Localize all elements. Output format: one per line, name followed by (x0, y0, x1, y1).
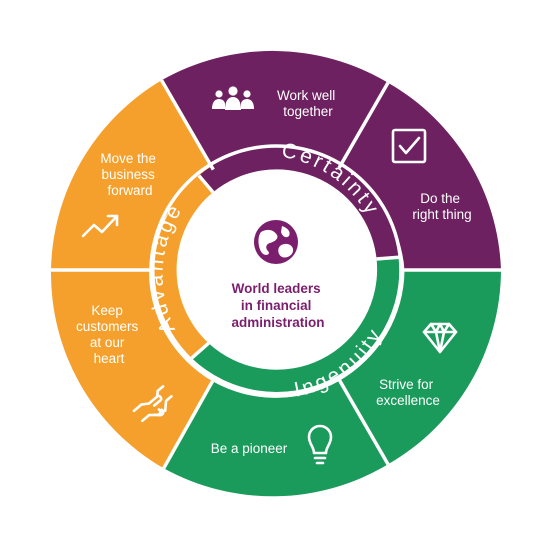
ring-ingenuity (191, 257, 400, 392)
center-title: World leaders in financial administratio… (231, 281, 324, 330)
segment-work-well-together (161, 50, 388, 170)
segment-be-a-pioneer (163, 380, 388, 497)
globe-logo-icon (254, 220, 298, 264)
ring-outer-border (149, 144, 403, 398)
segment-strive-for-excellence (339, 270, 501, 465)
inner-ring (154, 147, 400, 392)
segment-label-keep-customers-at-our-heart: Keep customers at our heart (76, 303, 142, 366)
trend-arrow-icon (81, 214, 119, 238)
separator (162, 380, 215, 470)
separator (190, 341, 210, 360)
separator (337, 379, 390, 466)
center-line: World leaders (232, 281, 321, 296)
ring-advantage (154, 175, 213, 359)
segment-label-do-the-right-thing: Do the right thing (412, 191, 471, 222)
segment-label-be-a-pioneer: Be a pioneer (211, 441, 288, 456)
separator (337, 81, 390, 169)
checkbox-icon (391, 128, 427, 164)
center-line: in financial (241, 298, 312, 313)
segment-keep-customers-at-our-heart (50, 270, 213, 469)
separator (197, 174, 215, 194)
separators (51, 79, 501, 470)
segment-label-strive-for-excellence: Strive for excellence (376, 377, 440, 408)
segment-label-move-the-business-forward: Move the business forward (100, 151, 159, 198)
segment-do-the-right-thing (339, 82, 501, 270)
center-circle (178, 173, 374, 369)
separator (160, 79, 215, 171)
handshake-icon (132, 385, 173, 423)
people-icon (212, 86, 254, 110)
segment-label-work-well-together: Work well together (277, 88, 339, 119)
segment-move-the-business-forward (51, 80, 214, 270)
diamond-icon (422, 322, 458, 354)
ring-certainty (198, 147, 399, 259)
outer-segments (50, 50, 501, 497)
lightbulb-icon (307, 424, 333, 465)
center-line: administration (231, 315, 324, 330)
separator (376, 255, 400, 261)
